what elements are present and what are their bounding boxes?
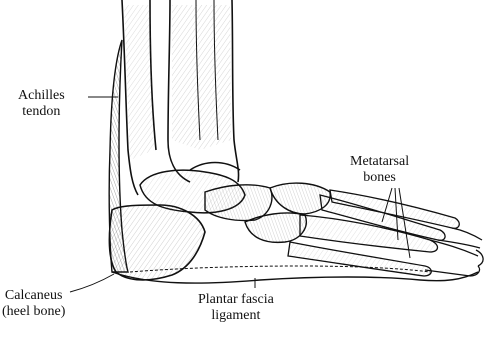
calcaneus-label: Calcaneus (heel bone) (2, 288, 65, 320)
tibia-shading (172, 5, 231, 150)
fibula-shading (124, 5, 154, 160)
plantar-line-2: ligament (198, 308, 274, 324)
achilles-tendon-label: Achilles tendon (18, 88, 65, 120)
calcaneus-line-2: (heel bone) (2, 304, 65, 320)
plantar-line-1: Plantar fascia (198, 292, 274, 308)
metatarsal-line-2: bones (350, 170, 409, 186)
plantar-fascia-label: Plantar fascia ligament (198, 292, 274, 324)
achilles-line-1: Achilles (18, 88, 65, 104)
achilles-line-2: tendon (18, 104, 65, 120)
metatarsal-bones-label: Metatarsal bones (350, 154, 409, 186)
metatarsal-line-1: Metatarsal (350, 154, 409, 170)
calcaneus-line-1: Calcaneus (2, 288, 65, 304)
